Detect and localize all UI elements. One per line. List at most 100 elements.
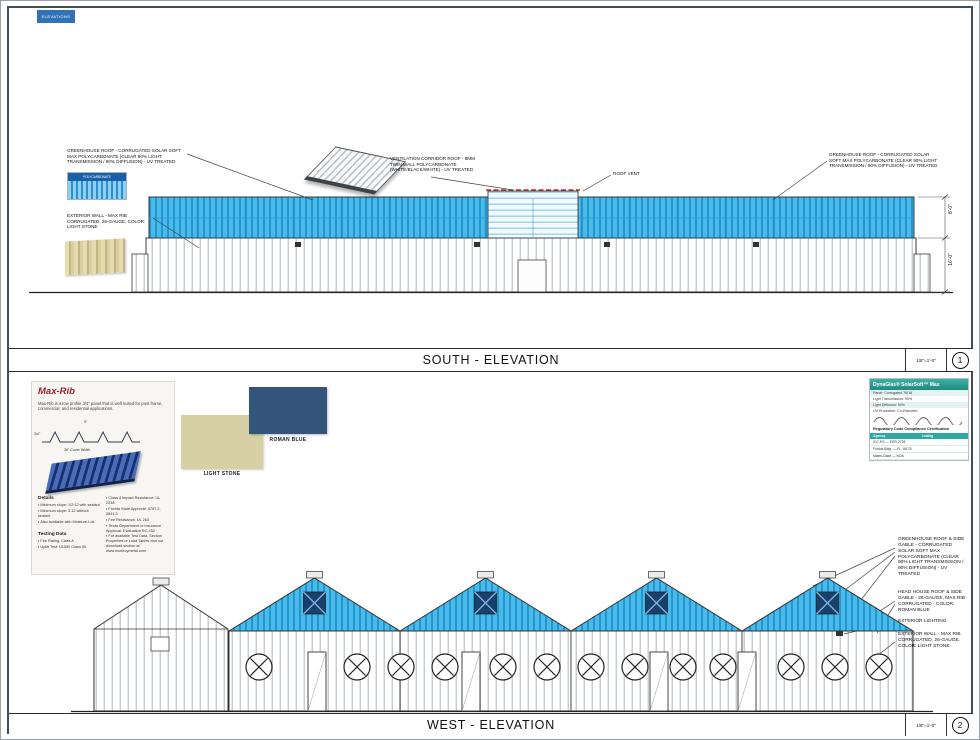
wall-marker [753,242,759,247]
exhaust-fan [343,653,371,681]
maxrib-dim-pitch: 9" [84,420,88,424]
fan-blade [392,658,410,676]
greenhouse-gable [569,577,744,632]
fan-blade [782,658,800,676]
maxrib-description: Max-Rib is a low profile 3/4" panel that… [38,401,163,412]
exhaust-fan [387,653,415,681]
west-sheet-number: 2 [951,716,969,734]
fan-blade [674,658,692,676]
maxrib-cert-item: ▪ Florida State Approval: 5787.2, 5841.3 [106,506,161,516]
leader-greenhouse-roof-1 [812,547,896,587]
leader-greenhouse-roof-2 [828,551,896,603]
fan-blade [494,658,512,676]
south-title-bar: SOUTH - ELEVATION 1/8"=1'-0" 1 [9,348,973,372]
leader-greenhouse-roof-3 [846,555,896,619]
exterior-light-fixture [836,630,843,636]
maxrib-cert-item: ▪ Class 4 Impact Resistance: UL 2218 [106,496,161,505]
spec-row: Light Diffusion: 90% [870,402,968,408]
exhaust-fan [245,653,273,681]
gable-vent-brace [474,591,497,615]
gable-vent-brace [303,591,326,615]
fan-blade [392,658,410,676]
fan-blade [250,658,268,676]
door-swing [737,651,757,712]
callout-greenhouse-roof-right: GREENHOUSE ROOF - CORRUGATED SOLAR SOFT … [829,152,938,169]
spec-cert-row: Miami-Dade — NOA [870,453,968,460]
maxrib-detail-item: ▪ Also available with Moisture-Lok [38,519,95,524]
callout-exterior-wall-south: EXTERIOR WALL - MAX RIB CORRUGATED, 26-G… [67,213,146,230]
maxrib-details-list: ▪ Minimum slope: 1/2:12 with sealant▪ Mi… [38,503,100,526]
sheet-badge: ELEVATIONS [37,10,75,23]
exhaust-fan [489,653,517,681]
leader-roof-right [772,160,828,201]
gable-vent-brace [645,591,668,615]
gable-vent-brace [645,591,668,615]
head-house-louver [150,636,170,652]
west-number-cell: 2 [946,714,973,736]
door [307,651,327,712]
greenhouse-gable [398,577,573,632]
maxrib-cert-item: ▪ Texas Department of Insurance Approval… [106,523,162,533]
spec-row: Panel: Corrugated 76/18 [870,390,968,396]
roman-blue-label: ROMAN BLUE [269,437,307,443]
gable-vent-brace [303,591,326,615]
maxrib-detail-item: ▪ Minimum slope: 3:12 without sealant [38,508,89,518]
maxrib-product-card: Max-Rib Max-Rib is a low profile 3/4" pa… [31,381,175,575]
ridge-vent-cap [306,571,323,579]
callout-roof-vent: ROOF VENT [613,171,640,176]
dim-lower: 16'-0" [948,253,954,266]
fan-blade [538,658,556,676]
head-house-ridge-cap [152,577,170,586]
door-swing [461,651,481,712]
exhaust-fan [777,653,805,681]
spec-row: UV Protection: Co-Extruded [873,409,918,413]
callout-headhouse-roof-gable: HEAD HOUSE ROOF & SIDE GABLE - 26-GAUGE,… [898,590,965,613]
gable-vent-brace [816,591,839,615]
callout-greenhouse-roof-gable: GREENHOUSE ROOF & SIDE GABLE - CORRUGATE… [898,537,965,578]
exhaust-fan [431,653,459,681]
south-right-annex [913,253,931,293]
spec-cert-title: Regulatory Code Compliance Certification [873,427,950,431]
spec-cert-header-listing: Listing [922,433,934,438]
leader-west-exterior-wall [868,641,896,663]
ridge-vent-cap [648,571,665,579]
polycarbonate-spec-card: DynaGlas® SolarSoft™ Max Panel: Corrugat… [869,378,969,461]
ventilation-corridor [487,190,579,239]
door-swing [307,651,327,712]
maxrib-testing-heading: Testing Data [38,532,67,537]
maxrib-detail-item: ▪ Minimum slope: 1/2:12 with sealant [38,503,100,507]
gable-vent [303,591,326,615]
head-house [93,584,229,712]
maxrib-panel-photo [45,451,141,494]
greenhouse-gable [740,577,915,632]
fan-blade [348,658,366,676]
fan-blade [674,658,692,676]
exhaust-fan [621,653,649,681]
spec-cert-header-agency: Agency [873,433,886,438]
fan-blade [782,658,800,676]
gable-vent [474,591,497,615]
maxrib-certs-list: ▪ Class 4 Impact Resistance: UL 2218▪ Fl… [106,496,168,555]
fan-blade [626,658,644,676]
south-number-cell: 1 [946,349,973,371]
fan-blade [436,658,454,676]
south-title-end: 1/8"=1'-0" 1 [905,349,973,371]
exhaust-fan [669,653,697,681]
west-lower-wall [228,630,914,712]
south-lower-wall [145,237,917,293]
spec-row: Light Transmission: 90% [873,397,913,401]
fan-blade [714,658,732,676]
leader-exterior-lighting [843,621,896,635]
door [737,651,757,712]
maxrib-testing-list: ▪ Fire Rating: Class A▪ Uplift Test: UL5… [38,539,100,551]
ridge-vent-cap [819,571,836,579]
south-sheet-number: 1 [951,351,969,369]
leader-headhouse-roof-1 [864,600,896,622]
callout-exterior-lighting: EXTERIOR LIGHTING [898,619,947,624]
south-elevation-title: SOUTH - ELEVATION [422,353,560,367]
callout-greenhouse-roof-left: GREENHOUSE ROOF - CORRUGATED SOLAR SOFT … [67,148,181,165]
door-swing [649,651,669,712]
fan-blade [436,658,454,676]
